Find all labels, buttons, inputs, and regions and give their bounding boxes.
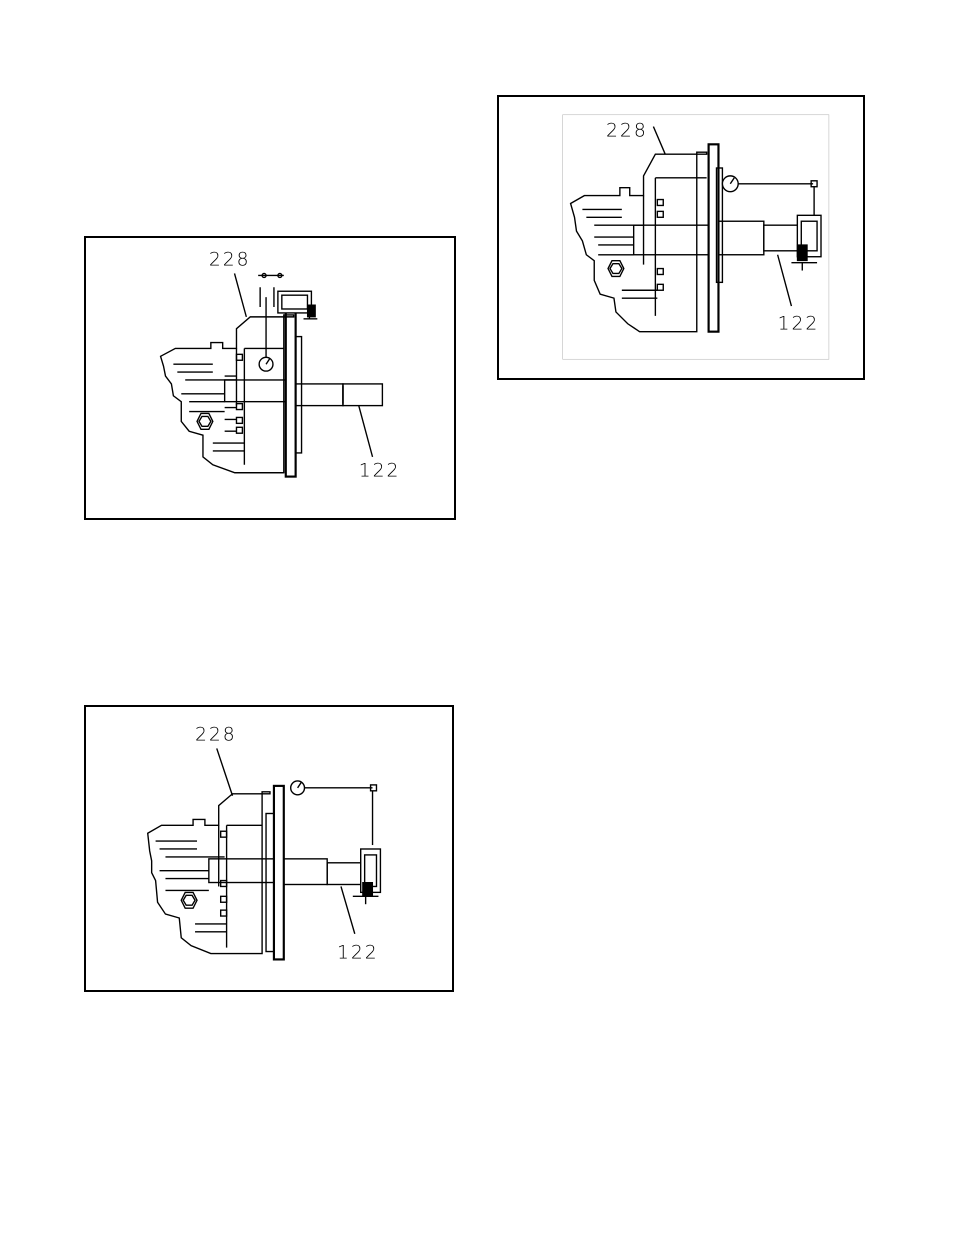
leader-228	[235, 273, 247, 316]
output-shaft	[209, 859, 363, 885]
flange-plate	[286, 311, 302, 477]
hex-nut-icon	[197, 413, 213, 429]
callout-228: 228	[606, 120, 648, 141]
figure-1-drawing: 228 122	[86, 238, 454, 518]
callout-122: 122	[337, 942, 379, 963]
figure-3-diagram: 228 122	[497, 95, 865, 380]
output-shaft	[225, 380, 383, 406]
figure-3-drawing: 228 122	[499, 97, 863, 378]
callout-122: 122	[359, 461, 401, 482]
leader-122	[359, 406, 373, 457]
c-clamp-icon	[353, 849, 381, 904]
callout-122: 122	[778, 314, 820, 335]
gear-housing	[161, 315, 294, 473]
figure-2-diagram: 228 122	[84, 705, 454, 992]
hex-nut-icon	[181, 892, 197, 908]
leader-122	[341, 886, 355, 933]
callout-228: 228	[195, 725, 237, 746]
figure-2-drawing: 228 122	[86, 707, 452, 990]
callout-228: 228	[209, 250, 251, 271]
dial-indicator-icon	[291, 781, 377, 845]
flange-plate	[266, 786, 284, 960]
figure-1-diagram: 228 122	[84, 236, 456, 520]
leader-228	[217, 748, 233, 795]
dial-indicator-icon	[258, 273, 284, 371]
